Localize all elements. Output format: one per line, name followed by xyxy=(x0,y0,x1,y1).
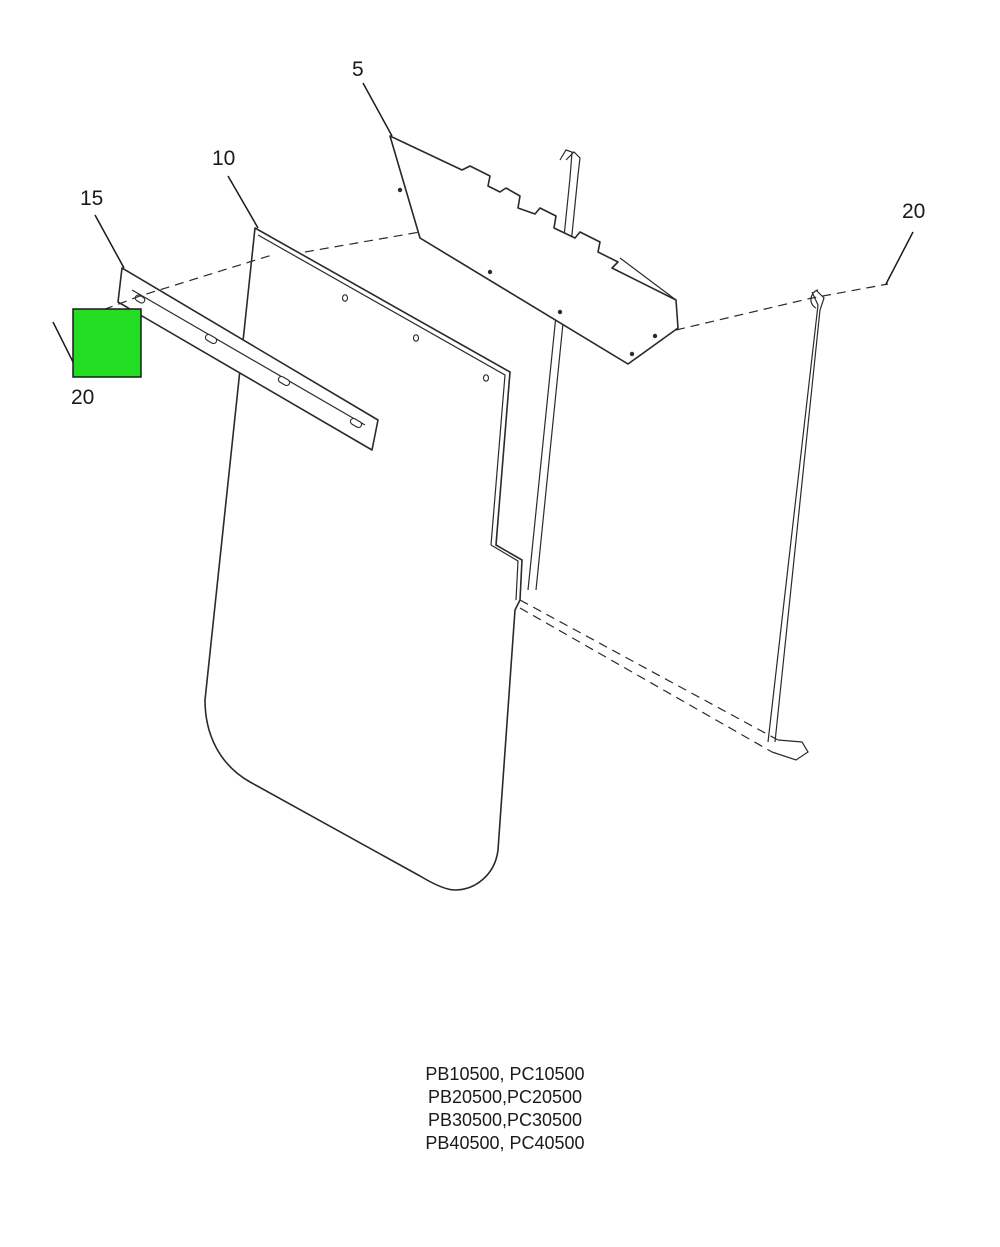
retainer-strip-part-15 xyxy=(117,267,379,451)
callout-5: 5 xyxy=(352,58,364,81)
callout-15: 15 xyxy=(80,187,103,210)
callout-20-left: 20 xyxy=(71,386,94,409)
callout-10: 10 xyxy=(212,147,235,170)
model-line: PB40500, PC40500 xyxy=(425,1133,585,1153)
mud-flap-part-10 xyxy=(204,227,523,891)
callout-20-right: 20 xyxy=(902,200,925,223)
model-line: PB30500,PC30500 xyxy=(427,1110,583,1130)
leader-lines xyxy=(52,82,914,377)
highlight-box[interactable] xyxy=(72,308,142,378)
model-line: PB20500,PC20500 xyxy=(427,1087,583,1107)
bracket-part-5 xyxy=(389,135,679,365)
model-line: PB10500, PC10500 xyxy=(425,1064,585,1084)
model-list: PB10500, PC10500 PB20500,PC20500 PB30500… xyxy=(350,1063,660,1155)
